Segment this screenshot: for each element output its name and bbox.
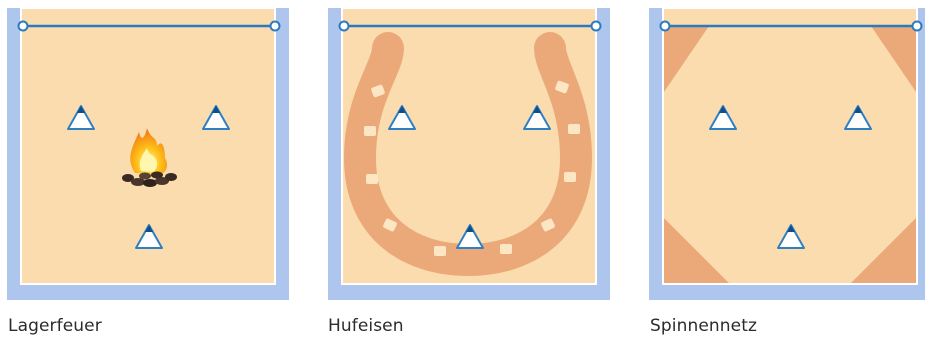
panel-spinnennetz	[649, 8, 925, 300]
horseshoe-icon	[343, 32, 593, 277]
campfire-icon	[122, 128, 177, 187]
line-endpoint-left	[17, 20, 29, 32]
line-endpoint-left	[338, 20, 350, 32]
caption-hufeisen: Hufeisen	[328, 316, 404, 336]
hufeisen-diagram	[328, 8, 610, 300]
lagerfeuer-diagram	[7, 8, 289, 300]
spinnennetz-diagram	[649, 8, 925, 300]
line-endpoint-left	[659, 20, 671, 32]
caption-spinnennetz: Spinnennetz	[650, 316, 758, 336]
panel-lagerfeuer	[7, 8, 289, 300]
line-endpoint-right	[269, 20, 281, 32]
line-endpoint-right	[590, 20, 602, 32]
panel-hufeisen	[328, 8, 610, 300]
caption-lagerfeuer: Lagerfeuer	[8, 316, 102, 336]
corner-triangles-icon	[664, 26, 916, 283]
line-endpoint-right	[911, 20, 923, 32]
